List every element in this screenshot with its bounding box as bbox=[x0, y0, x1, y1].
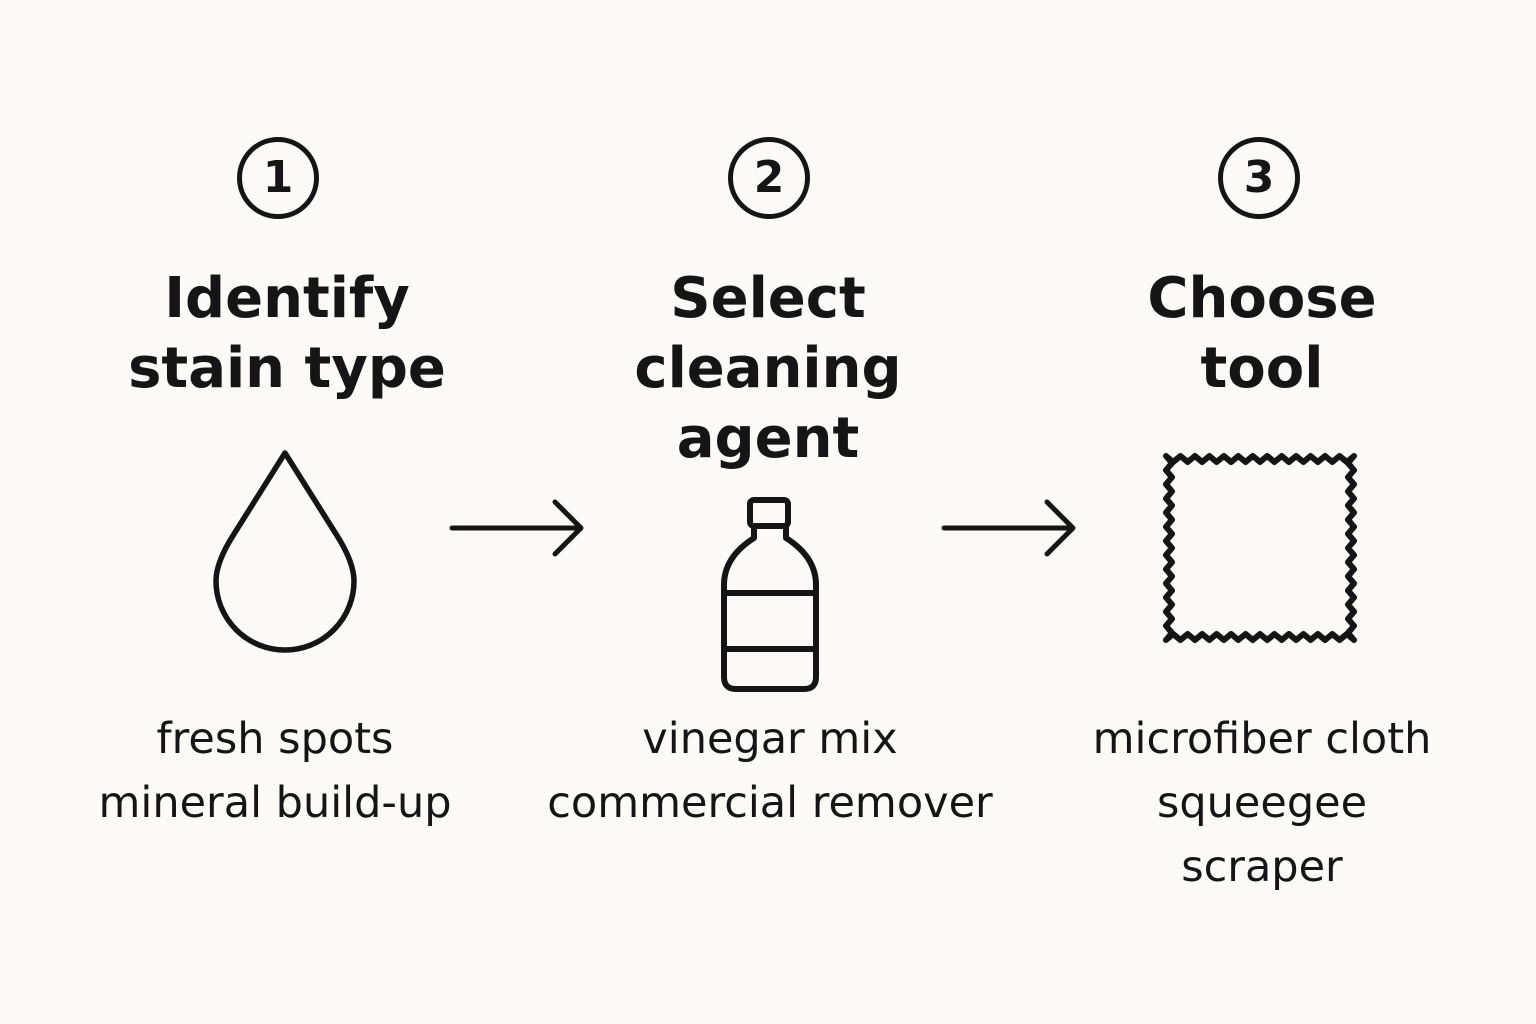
step-options-list: fresh spots mineral build-up bbox=[45, 707, 505, 835]
arrow-right-icon bbox=[449, 499, 584, 557]
step-identify-stain-type: 1 Identify stain type fresh spots minera… bbox=[55, 0, 515, 1024]
list-item: mineral build-up bbox=[98, 778, 452, 828]
list-item: vinegar mix bbox=[642, 714, 898, 764]
list-item: squeegee bbox=[1156, 778, 1368, 828]
step-number-badge: 3 bbox=[1218, 137, 1300, 219]
cloth-icon bbox=[1163, 453, 1357, 643]
step-number-badge: 1 bbox=[237, 137, 319, 219]
arrow-right-icon bbox=[941, 499, 1076, 557]
step-select-cleaning-agent: 2 Select cleaning agent vinegar mix comm… bbox=[540, 0, 1000, 1024]
step-title: Choose tool bbox=[1147, 266, 1377, 401]
cloth-outline bbox=[1163, 453, 1357, 643]
step-options-list: microfiber cloth squeegee scraper bbox=[1032, 707, 1492, 899]
list-item: commercial remover bbox=[547, 778, 993, 828]
step-title: Identify stain type bbox=[128, 266, 446, 401]
list-item: microfiber cloth bbox=[1092, 714, 1432, 764]
step-options-list: vinegar mix commercial remover bbox=[540, 707, 1000, 835]
water-drop-icon bbox=[213, 450, 357, 653]
step-title: Select cleaning agent bbox=[634, 266, 902, 471]
list-item: fresh spots bbox=[156, 714, 394, 764]
step-choose-tool: 3 Choose tool microfiber cloth squeegee … bbox=[1032, 0, 1492, 1024]
step-number-badge: 2 bbox=[728, 137, 810, 219]
bottle-icon bbox=[721, 497, 819, 692]
list-item: scraper bbox=[1181, 842, 1343, 892]
